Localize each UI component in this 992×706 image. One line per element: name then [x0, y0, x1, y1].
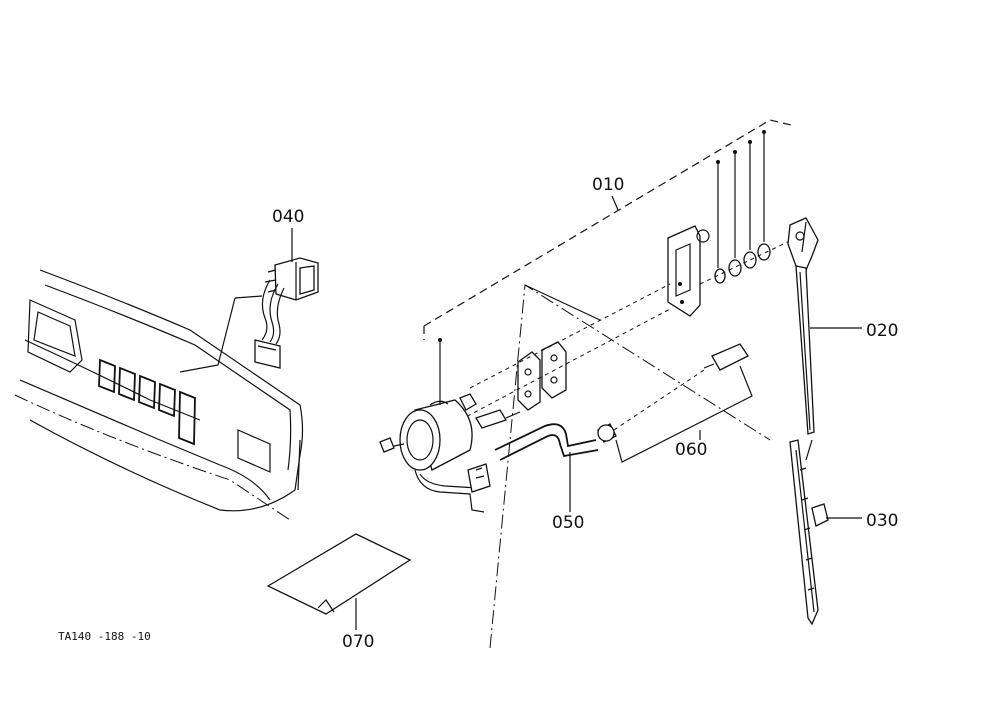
mounting-plate-icon: [459, 283, 673, 421]
callout-060: 060: [675, 440, 707, 460]
decal-label-icon: [266, 533, 412, 615]
leader-line-060: [615, 365, 753, 463]
washer-nozzle-icon: [597, 343, 749, 443]
callout-040: 040: [272, 207, 304, 227]
washer-hose-icon: [494, 423, 599, 461]
callout-070: 070: [342, 632, 374, 652]
leader-line-040-panel: [179, 295, 263, 373]
callout-010: 010: [592, 175, 624, 195]
callout-020: 020: [866, 321, 898, 341]
wiper-motor-icon: [379, 338, 521, 513]
callout-050: 050: [552, 513, 584, 533]
pivot-bracket-icon: [667, 225, 710, 317]
leader-line-010: [611, 195, 619, 211]
group-frame-010: [423, 119, 796, 340]
wiper-switch-icon: [254, 257, 319, 369]
wiper-blade-icon: [789, 439, 829, 626]
body-edge-line: [524, 284, 601, 321]
body-centerline: [489, 284, 771, 649]
drawing-reference: TA140 -188 -10: [58, 630, 151, 643]
dashboard-panel-icon: [14, 269, 304, 521]
nut-washer-stack-icon: [699, 130, 801, 285]
wiper-arm-icon: [787, 217, 819, 435]
callout-030: 030: [866, 511, 898, 531]
